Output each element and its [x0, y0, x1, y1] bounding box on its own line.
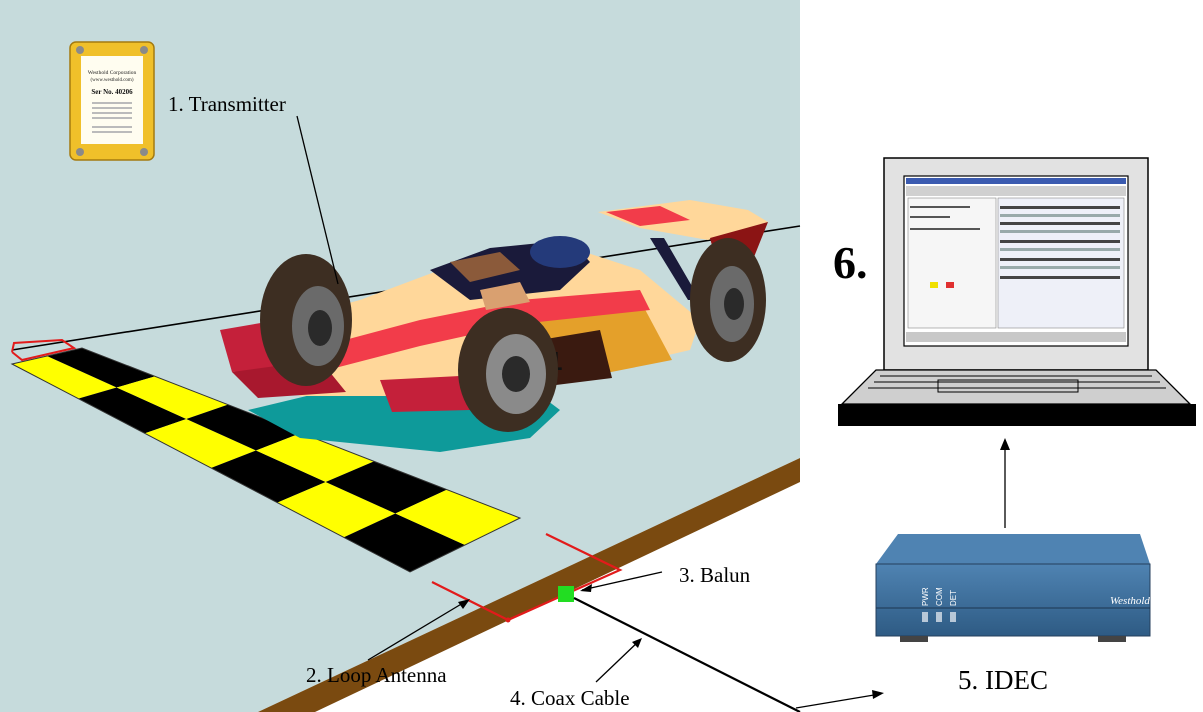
checker-square [186, 404, 301, 451]
transmitter-tag: Westhold Corporation (www.westhold.com) … [69, 41, 155, 161]
checker-square [256, 433, 374, 482]
checker-square [78, 387, 187, 434]
label-idec: 5. IDEC [958, 665, 1048, 695]
race-car: 1 [220, 200, 768, 432]
checkered-line [12, 348, 520, 572]
loop-antenna-far-end [11, 338, 77, 362]
checker-square [47, 348, 155, 388]
track-edge-strip [258, 458, 800, 712]
tag-company-text: Westhold Corporation [88, 70, 137, 76]
idec-led-det: DET [949, 590, 958, 606]
loop-antenna-arrow [367, 599, 469, 661]
checker-square [12, 356, 117, 399]
coax-cable [573, 597, 801, 712]
tag-site-text: (www.westhold.com) [90, 78, 133, 83]
idec-led-pwr: PWR [921, 587, 930, 606]
checker-square [116, 376, 228, 419]
checker-outline [10, 347, 522, 573]
idec-arrow [795, 693, 881, 709]
transmitter-leader [296, 115, 339, 285]
label-loop-antenna: 2. Loop Antenna [306, 663, 447, 687]
checker-square [144, 419, 256, 468]
tag-serial-text: Ser No. 40206 [91, 88, 133, 96]
balun [558, 586, 574, 602]
checker-square [325, 461, 447, 514]
label-coax-cable: 4. Coax Cable [510, 686, 630, 710]
checker-square [395, 489, 520, 545]
label-computer: 6. [833, 237, 868, 288]
idec-unit: PWR COM DET Westhold [875, 534, 1151, 642]
idec-led-com: COM [935, 587, 944, 606]
idec-brand-text: Westhold [1110, 595, 1150, 607]
balun-arrow [581, 571, 663, 591]
checker-square [211, 450, 326, 503]
laptop-computer [838, 157, 1196, 426]
checker-square [343, 513, 465, 572]
label-balun: 3. Balun [679, 563, 751, 587]
coax-arrow [595, 639, 641, 683]
label-transmitter: 1. Transmitter [168, 92, 286, 116]
checker-square [277, 482, 396, 538]
